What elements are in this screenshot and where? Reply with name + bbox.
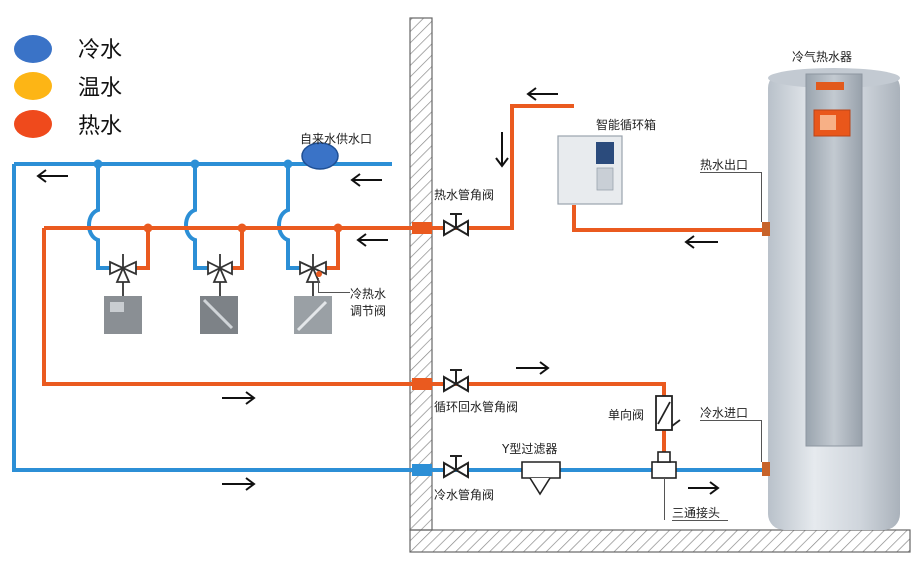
- leader-line: [700, 172, 762, 173]
- hot-angle-valve-label: 热水管角阀: [434, 188, 495, 202]
- tee-joint-label: 三通接头: [672, 506, 721, 520]
- check-valve-label: 单向阀: [608, 408, 645, 422]
- legend-label-warm: 温水: [78, 76, 123, 101]
- arrow-icon: [356, 233, 388, 247]
- return-angle-valve-label: 循环回水管角阀: [434, 400, 519, 414]
- leader-line: [761, 172, 762, 222]
- arrow-icon: [516, 361, 550, 375]
- arrow-icon: [684, 235, 718, 249]
- valve-icon: [443, 455, 469, 479]
- legend-dot-hot: [14, 110, 52, 138]
- wall-fittings: [412, 222, 770, 476]
- arrow-icon: [36, 169, 68, 183]
- tee-joint-icon: [651, 451, 677, 479]
- mixing-valve-1: [109, 254, 137, 296]
- legend-dot-cold: [14, 35, 52, 63]
- valve-icon: [443, 369, 469, 393]
- mixing-valve-2: [207, 254, 233, 296]
- leader-line: [318, 278, 319, 292]
- water-heater-tank: [768, 68, 900, 530]
- legend-dot-warm: [14, 72, 52, 100]
- cold-water-inlet-label: 冷水进口: [700, 406, 749, 420]
- check-valve-icon: [655, 395, 681, 431]
- smart-circulation-box-label: 智能循环箱: [596, 118, 657, 132]
- arrow-icon: [688, 481, 720, 495]
- fixture-photo-icon: [104, 296, 332, 334]
- leader-line: [700, 420, 762, 421]
- cold-angle-valve-label: 冷水管角阀: [434, 488, 495, 502]
- legend-label-hot: 热水: [78, 114, 123, 139]
- y-filter-label: Y型过滤器: [502, 442, 558, 456]
- hot-pipe-joints: [143, 223, 343, 233]
- leader-line: [672, 520, 728, 521]
- wall: [409, 17, 911, 553]
- smart-circulation-box: [557, 135, 623, 205]
- hot-water-outlet-label: 热水出口: [700, 158, 749, 172]
- mixing-valve-label: 冷热水 调节阀: [350, 287, 387, 318]
- arrow-icon: [222, 391, 256, 405]
- arrow-icon: [495, 132, 509, 168]
- valve-icon: [443, 213, 469, 237]
- leader-line: [664, 478, 665, 520]
- leader-line: [761, 420, 762, 462]
- legend-label-cold: 冷水: [78, 38, 123, 63]
- arrow-icon: [526, 87, 558, 101]
- heater-label: 冷气热水器: [792, 50, 853, 64]
- city-water-inlet-icon: [301, 142, 339, 170]
- y-filter-icon: [521, 461, 561, 496]
- mixing-valve-3: [299, 254, 327, 296]
- leader-line: [318, 292, 350, 293]
- city-water-inlet-label: 自来水供水口: [300, 132, 373, 146]
- arrow-icon: [222, 477, 256, 491]
- arrow-icon: [350, 173, 382, 187]
- cold-pipe-joints: [93, 159, 293, 169]
